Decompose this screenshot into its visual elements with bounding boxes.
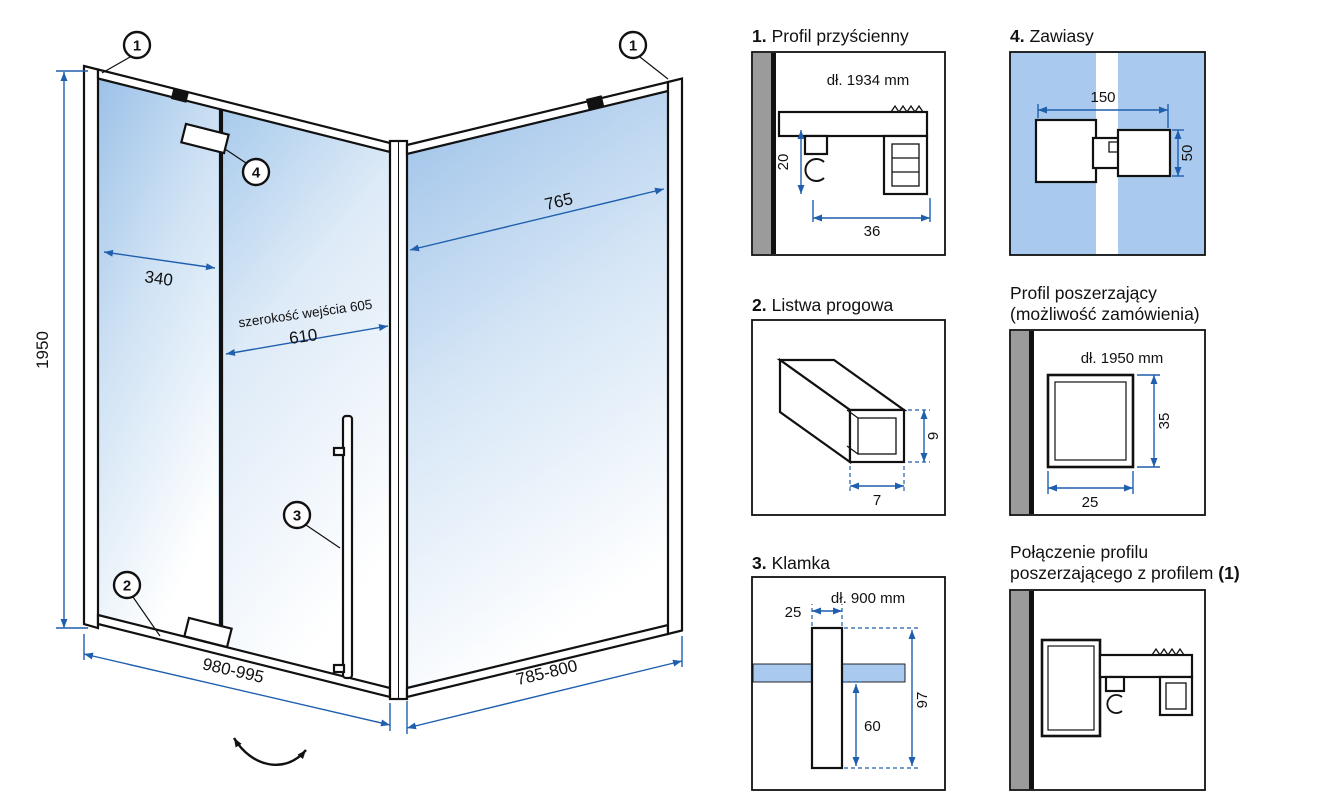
door-swing-arrow (232, 737, 307, 766)
panel-join-drawing (1040, 638, 1194, 738)
panel-join-title-line2: poszerzającego z profilem(1) (1010, 563, 1240, 583)
callout-3 (282, 500, 312, 530)
panel3-title: 3.Klamka (752, 553, 830, 573)
callout-4 (241, 157, 271, 187)
panel1-length-label: dł. 1934 mm (827, 72, 910, 89)
panel1-title: 1.Profil przyścienny (752, 26, 909, 46)
panel-hinges: 4.Zawiasy 150 50 (1009, 26, 1206, 256)
panel2-title: 2.Listwa progowa (752, 295, 893, 315)
panel-extension-profile: Profil poszerzający (możliwość zamówieni… (1009, 283, 1206, 516)
callout-2 (112, 570, 142, 600)
panel2-tube-drawing (776, 357, 908, 465)
panel1-wall-line (771, 53, 776, 254)
panel1-dim-width-label: 36 (864, 223, 881, 240)
panel2-dim-height-label: 9 (925, 432, 942, 440)
main-dimension-lines (56, 70, 683, 734)
left-wall-profile (82, 64, 100, 630)
panel3-dim-width-label: 25 (785, 604, 802, 621)
dim-fixed-label: 340 (143, 267, 174, 290)
panel3-dim-below-label: 60 (864, 718, 881, 735)
panel-ext-wall (1011, 331, 1029, 514)
panel-ext-wall-line (1029, 331, 1034, 514)
panel-ext-profile-drawing (1046, 373, 1135, 469)
panel4-dim-height-label: 50 (1179, 145, 1196, 162)
panel3-length-label: dł. 900 mm (831, 590, 905, 607)
panel1-wall (753, 53, 771, 254)
callout-1-right-label: 1 (629, 38, 637, 55)
shower-enclosure-diagram (82, 64, 684, 766)
top-hinge (180, 122, 230, 155)
panel3-box (751, 576, 946, 791)
panel4-dim-width-label: 150 (1090, 89, 1115, 106)
panel2-dim-width-label: 7 (873, 492, 881, 509)
panel-join-wall-line (1029, 591, 1034, 789)
dim-entry-label: 610 (288, 325, 319, 348)
panel-join-wall (1011, 591, 1029, 789)
panel-ext-title-line2: (możliwość zamówienia) (1010, 304, 1200, 324)
callout-3-label: 3 (293, 508, 301, 525)
side-glass-pane (406, 90, 669, 689)
bottom-hinge (183, 616, 233, 649)
door-divider-profile (219, 109, 223, 646)
panel-threshold: 2.Listwa progowa 7 9 (751, 295, 946, 516)
door-glass-pane (222, 109, 391, 689)
callout-2-label: 2 (123, 578, 131, 595)
panel3-handle-bar (810, 626, 844, 770)
panel4-title: 4.Zawiasy (1010, 26, 1094, 46)
callout-1-left (122, 30, 152, 60)
panel-handle: 3.Klamka dł. 900 mm 25 60 97 (751, 553, 946, 791)
dim-height-label: 1950 (33, 331, 52, 369)
panel-wall-profile: 1.Profil przyścienny dł. 1934 mm 20 36 (751, 26, 946, 256)
panel1-dim-depth-label: 20 (775, 154, 792, 171)
callout-1-right (618, 30, 648, 60)
panel-ext-dim-width-label: 25 (1082, 494, 1099, 511)
wall-bracket-right (586, 95, 605, 110)
panel4-hinge-drawing (1034, 118, 1172, 184)
callouts: 1 1 4 3 2 (101, 30, 669, 637)
callout-4-label: 4 (252, 165, 261, 182)
panel-join-title-line1: Połączenie profilu (1010, 542, 1148, 562)
right-wall-profile (666, 77, 684, 636)
panel-ext-title-line1: Profil poszerzający (1010, 283, 1157, 303)
panel-ext-dim-height-label: 35 (1156, 413, 1173, 430)
panel3-dim-total-label: 97 (914, 692, 931, 709)
fixed-glass-pane (97, 77, 220, 646)
wall-bracket-left (170, 88, 189, 103)
panel-profile-joint: Połączenie profilu poszerzającego z prof… (1009, 542, 1240, 791)
callout-1-left-label: 1 (133, 38, 141, 55)
panel-ext-length-label: dł. 1950 mm (1081, 350, 1164, 367)
